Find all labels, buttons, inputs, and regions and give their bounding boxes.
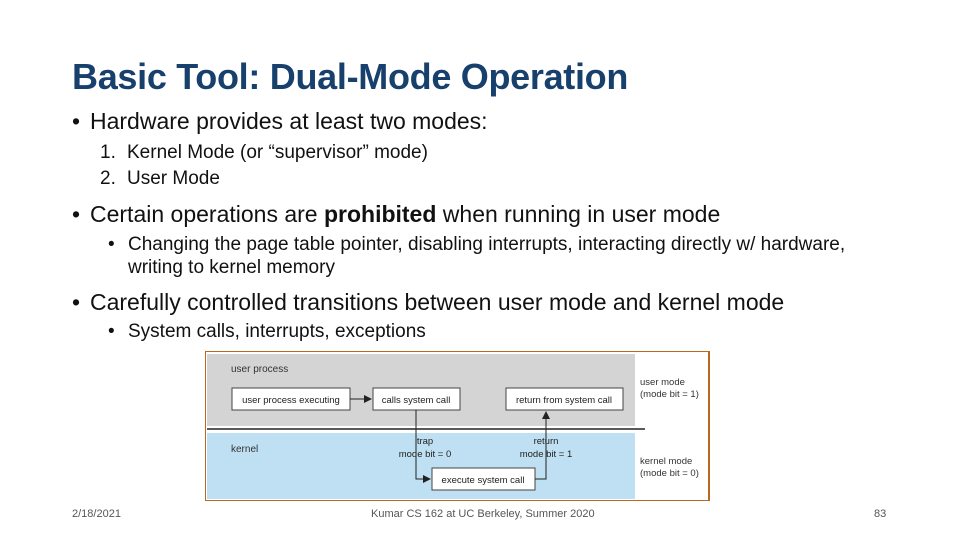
- box-return-from-system-call-text: return from system call: [516, 395, 612, 406]
- kernel-mode-bit-label: (mode bit = 0): [640, 468, 699, 479]
- kernel-mode-label: kernel mode: [640, 456, 692, 467]
- slide-title: Basic Tool: Dual-Mode Operation: [72, 56, 629, 97]
- box-user-process-executing-text: user process executing: [242, 395, 340, 406]
- box-execute-system-call-text: execute system call: [442, 475, 525, 486]
- bullet-text-pre: Certain operations are: [90, 201, 324, 227]
- bullet-text-post: when running in user mode: [436, 201, 721, 227]
- arrow-trap: [415, 410, 431, 483]
- bullet-transitions: • Carefully controlled transitions betwee…: [72, 289, 784, 316]
- mode-text: Kernel Mode (or “supervisor” mode): [127, 142, 428, 163]
- bullet-hardware: • Hardware provides at least two modes:: [72, 108, 488, 135]
- bullet-dot: •: [108, 234, 115, 255]
- bullet-dot: •: [108, 321, 115, 342]
- trap-label: trap: [417, 436, 433, 447]
- kernel-label: kernel: [231, 444, 258, 455]
- user-mode-bit-label: (mode bit = 1): [640, 389, 699, 400]
- return-mode-bit: mode bit = 1: [520, 449, 573, 460]
- mode-number: 1.: [100, 142, 116, 163]
- trap-mode-bit: mode bit = 0: [399, 449, 452, 460]
- bullet-certain-operations: • Certain operations are prohibited when …: [72, 201, 720, 228]
- bullet-dot: •: [72, 201, 81, 227]
- sub-bullet-prohibited-ops: • Changing the page table pointer, disabl…: [108, 233, 868, 279]
- mode-text: User Mode: [127, 168, 220, 189]
- mode-item-kernel: 1. Kernel Mode (or “supervisor” mode): [100, 142, 428, 164]
- bullet-text: Hardware provides at least two modes:: [90, 108, 488, 134]
- footer-course: Kumar CS 162 at UC Berkeley, Summer 2020: [371, 508, 595, 520]
- return-label: return: [534, 436, 559, 447]
- bullet-dot: •: [72, 108, 81, 134]
- user-mode-label: user mode: [640, 377, 685, 388]
- box-return-from-system-call: [505, 387, 624, 411]
- sub-bullet-text: System calls, interrupts, exceptions: [128, 321, 426, 342]
- mode-item-user: 2. User Mode: [100, 168, 220, 190]
- bullet-dot: •: [72, 289, 81, 315]
- kernel-mode-region: [207, 433, 635, 499]
- dual-mode-diagram: user process kernel user process executi…: [205, 351, 710, 501]
- sub-bullet-transition-types: • System calls, interrupts, exceptions: [108, 320, 608, 343]
- user-process-label: user process: [231, 364, 288, 375]
- diagram-frame: [205, 351, 710, 501]
- box-calls-system-call-text: calls system call: [382, 395, 451, 406]
- bullet-text-bold: prohibited: [323, 201, 437, 227]
- mode-number: 2.: [100, 168, 116, 189]
- sub-bullet-text: Changing the page table pointer, disabli…: [128, 234, 846, 278]
- footer-page-number: 83: [874, 508, 887, 520]
- footer-date: 2/18/2021: [72, 508, 121, 520]
- arrow-return: [535, 411, 550, 480]
- bullet-text: Carefully controlled transitions between…: [90, 289, 785, 315]
